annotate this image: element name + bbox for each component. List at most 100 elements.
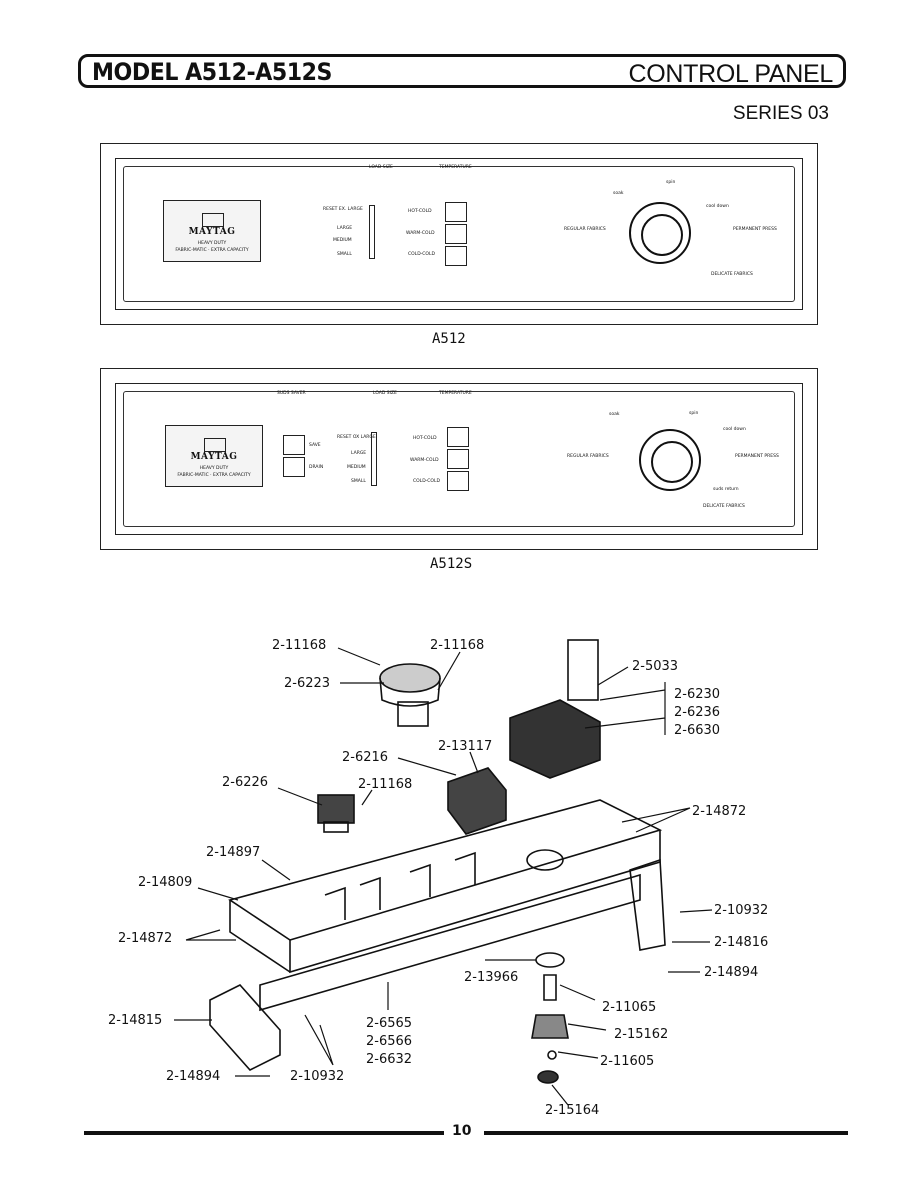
hot-cold-button[interactable]	[445, 202, 467, 222]
part-label: 2-6216	[342, 750, 389, 765]
warm-cold-button[interactable]	[447, 449, 469, 469]
drain-label: DRAIN	[309, 465, 324, 470]
part-label: 2-11605	[600, 1054, 655, 1069]
warm-cold-button[interactable]	[445, 224, 467, 244]
part-label: 2-6632	[366, 1052, 413, 1067]
part-label: 2-11168	[358, 777, 413, 792]
drain-button[interactable]	[283, 457, 305, 477]
temperature-label: WARM-COLD	[406, 231, 435, 236]
brand-sub: FABRIC-MATIC · EXTRA CAPACITY	[175, 248, 249, 253]
console-frame-part	[209, 799, 666, 1071]
panel-caption-a512s: A512S	[430, 556, 473, 572]
dial-label-cool-down: cool down	[723, 427, 746, 432]
temperature-label: COLD-COLD	[413, 479, 440, 484]
part-label: 2-6223	[284, 676, 331, 691]
series-label: SERIES 03	[732, 103, 829, 124]
temperature-label: COLD-COLD	[408, 252, 435, 257]
pushbutton-switch-part	[447, 767, 507, 835]
brand-name: MAYTAG	[188, 227, 236, 237]
part-label: 2-15164	[545, 1103, 600, 1118]
part-label: 2-10932	[714, 903, 769, 918]
maytag-logo: MAYTAG HEAVY DUTY FABRIC-MATIC · EXTRA C…	[163, 200, 261, 262]
dial-label-delicate: DELICATE FABRICS	[711, 272, 753, 277]
load-size-label: MEDIUM	[347, 465, 366, 470]
load-size-label: RESET OX LARGE	[337, 435, 376, 440]
panel-caption-a512: A512	[432, 331, 466, 347]
load-size-label: RESET EX. LARGE	[323, 207, 363, 212]
dial-label-soak: soak	[613, 191, 624, 196]
load-size-label: LARGE	[351, 451, 367, 456]
dial-label-delicate: DELICATE FABRICS	[703, 504, 745, 509]
brand-sub: HEAVY DUTY	[199, 466, 229, 471]
dial-label-spin: spin	[666, 180, 676, 185]
control-panel-a512: MAYTAG HEAVY DUTY FABRIC-MATIC · EXTRA C…	[100, 143, 818, 325]
cold-cold-button[interactable]	[447, 471, 469, 491]
dial-label-regular: REGULAR FABRICS	[564, 227, 606, 232]
part-label: 2-13117	[438, 739, 493, 754]
dial-label-cool-down: cool down	[706, 204, 729, 209]
load-size-label: MEDIUM	[333, 238, 352, 243]
suds-saver-title: SUDS SAVER	[277, 391, 306, 396]
title-frame	[78, 54, 846, 88]
part-label: 2-5033	[632, 659, 679, 674]
load-size-selector[interactable]	[371, 432, 377, 486]
part-label: 2-11168	[272, 638, 327, 653]
part-label: 2-13966	[464, 970, 519, 985]
brand-sub: FABRIC-MATIC · EXTRA CAPACITY	[177, 473, 251, 478]
temperature-label: HOT-COLD	[408, 209, 432, 214]
part-label: 2-14894	[166, 1069, 221, 1084]
part-label: 2-14894	[704, 965, 759, 980]
part-label: 2-14897	[206, 845, 261, 860]
control-panel-a512s: MAYTAG HEAVY DUTY FABRIC-MATIC · EXTRA C…	[100, 368, 818, 550]
part-label: 2-6565	[366, 1016, 413, 1031]
load-size-label: SMALL	[351, 479, 366, 484]
page-number: 10	[452, 1123, 472, 1139]
part-label: 2-11065	[602, 1000, 657, 1015]
temperature-title: TEMPERATURE	[439, 391, 472, 396]
dial-label-regular: REGULAR FABRICS	[567, 454, 609, 459]
load-size-label: LARGE	[337, 226, 353, 231]
brand-sub: HEAVY DUTY	[197, 241, 227, 246]
dial-label-permanent-press: PERMANENT PRESS	[733, 227, 777, 232]
part-label: 2-6630	[674, 723, 721, 738]
cold-cold-button[interactable]	[445, 246, 467, 266]
part-label: 2-15162	[614, 1027, 669, 1042]
cycle-dial-knob[interactable]	[629, 202, 691, 264]
load-size-title: LOAD SIZE	[369, 165, 393, 170]
load-size-title: LOAD SIZE	[373, 391, 397, 396]
part-label: 2-14815	[108, 1013, 163, 1028]
brand-name: MAYTAG	[190, 452, 238, 462]
maytag-emblem-icon	[202, 213, 224, 227]
part-label: 2-14816	[714, 935, 769, 950]
small-switch-part	[317, 794, 355, 833]
cycle-dial-knob[interactable]	[639, 429, 701, 491]
dial-knob-parts	[531, 952, 569, 1084]
save-label: SAVE	[309, 443, 321, 448]
load-size-label: SMALL	[337, 252, 352, 257]
model-title: MODEL A512-A512S	[92, 58, 332, 86]
part-label: 2-10932	[290, 1069, 345, 1084]
temperature-label: WARM-COLD	[410, 458, 439, 463]
hot-cold-button[interactable]	[447, 427, 469, 447]
dial-label-permanent-press: PERMANENT PRESS	[735, 454, 779, 459]
part-label: 2-6236	[674, 705, 721, 720]
part-label: 2-14809	[138, 875, 193, 890]
maytag-emblem-icon	[204, 438, 226, 452]
part-label: 2-6230	[674, 687, 721, 702]
part-label: 2-6566	[366, 1034, 413, 1049]
maytag-logo: MAYTAG HEAVY DUTY FABRIC-MATIC · EXTRA C…	[165, 425, 263, 487]
dial-label-suds-return: suds return	[713, 487, 739, 492]
temperature-label: HOT-COLD	[413, 436, 437, 441]
part-label: 2-14872	[118, 931, 173, 946]
part-label: 2-6226	[222, 775, 269, 790]
selector-switch-part	[509, 639, 601, 779]
temperature-title: TEMPERATURE	[439, 165, 472, 170]
part-label: 2-14872	[692, 804, 747, 819]
dial-label-soak: soak	[609, 412, 620, 417]
part-label: 2-11168	[430, 638, 485, 653]
dial-label-spin: spin	[689, 411, 699, 416]
load-size-selector[interactable]	[369, 205, 375, 259]
save-button[interactable]	[283, 435, 305, 455]
timer-motor-part	[379, 663, 441, 727]
